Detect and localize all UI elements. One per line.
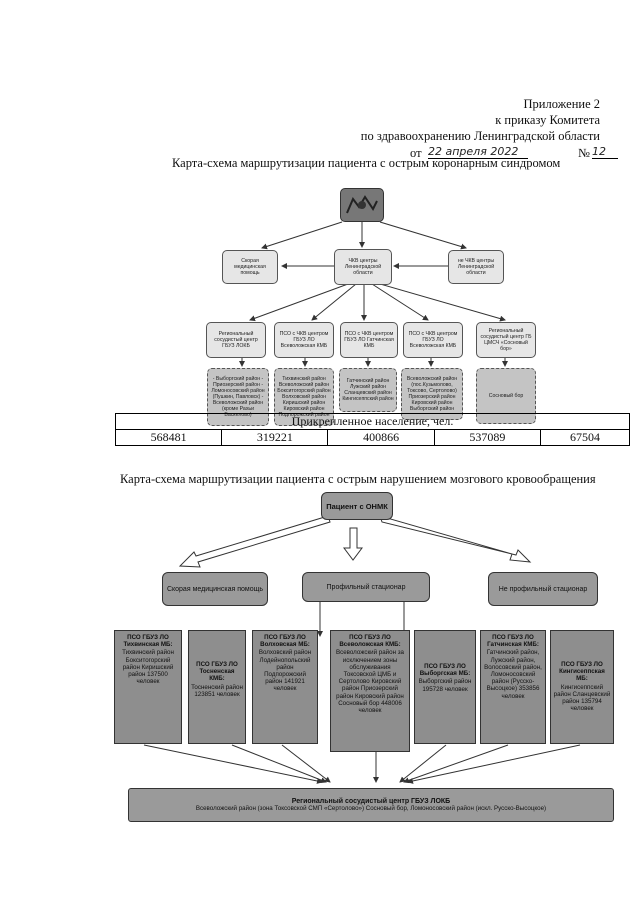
chart1-rsc-lokb-box: Региональный сосудистый центр ГБУЗ ЛОКБ [206,322,266,358]
chart1-pso-vsevolozhsk-box: ПСО с ЧКВ центром ГБУЗ ЛО Всеволожская К… [274,322,334,358]
stroke-patient-box: Пациент с ОНМК [321,492,393,520]
header-line3: по здравоохранению Ленинградской области [360,129,600,143]
order-date: 22 апреля 2022 [428,145,528,159]
population-cell: 537089 [433,429,541,446]
chart1-pci-centers-box: ЧКВ центры Ленинградской области [334,249,392,285]
order-number: 12 [592,145,618,159]
pso-tosno-box: ПСО ГБУЗ ЛО Тосненская КМБ:Тосненский ра… [188,630,246,744]
chart1-pso-gatchina-box: ПСО с ЧКВ центром ГБУЗ ЛО Гатчинская КМБ [340,322,398,358]
chart1-rsc-sosnovy-bor-box: Региональный сосудистый центр ГБ ЦМСЧ «С… [476,322,536,358]
chart1-area-box-3: Гатчинский район Лужский район Сланцевск… [339,368,397,412]
population-cell: 400866 [327,429,435,446]
chart2-title: Карта-схема маршрутизации пациента с ост… [120,472,596,486]
pso-volkhov-box: ПСО ГБУЗ ЛО Волховская МБ:Волховский рай… [252,630,318,744]
population-table: Прикрепленное население, чел. 568481 319… [114,413,631,446]
population-cell: 568481 [114,429,223,446]
chart1-pso-vsevolozhsk-2-box: ПСО с ЧКВ центром ГБУЗ ЛО Всеволожская К… [403,322,463,358]
chart1-connectors [239,221,508,367]
chart1-title: Карта-схема маршрутизации пациента с ост… [172,156,561,170]
chart1-area-box-4: Всеволожский район (пос.Кузьмолово, Токс… [401,368,463,420]
chart1-ambulance-box: Скорая медицинская помощь [222,250,278,284]
pso-gatchina-box: ПСО ГБУЗ ЛО Гатчинская КМБ:Гатчинский ра… [480,630,546,744]
header-line2: к приказу Комитета [495,113,600,127]
rsc-lokb-text: Всеволожский район (зона Токсовской СМП … [195,805,547,812]
population-header: Прикрепленное население, чел. [115,413,630,430]
chart2-rsc-lokb-box: Региональный сосудистый центр ГБУЗ ЛОКБ … [128,788,614,822]
rsc-lokb-title: Региональный сосудистый центр ГБУЗ ЛОКБ [291,798,451,805]
order-from-label: от [410,146,422,160]
header-line1: Приложение 2 [523,97,600,111]
pso-kingisepp-box: ПСО ГБУЗ ЛО Кингисеппская МБ:Кингисеппск… [550,630,614,744]
chart2-connectors [143,515,581,784]
pso-tikhvin-box: ПСО ГБУЗ ЛО Тихвинская МБ:Тихвинский рай… [114,630,182,744]
patient-icon-box [340,188,384,222]
patient-icon [346,195,378,214]
population-cell: 67504 [539,429,631,446]
pso-vyborg-box: ПСО ГБУЗ ЛО Выборгская МБ:Выборгский рай… [414,630,476,744]
chart2-specialized-hospital-box: Профильный стационар [302,572,430,602]
pso-vsevolozhsk-box: ПСО ГБУЗ ЛО Всеволожская КМБ:Всеволожски… [330,630,410,752]
chart2-non-specialized-hospital-box: Не профильный стационар [488,572,598,606]
population-cell: 319221 [221,429,329,446]
header-block: Приложение 2 к приказу Комитета по здрав… [361,96,600,144]
chart1-non-pci-centers-box: не ЧКВ центры Ленинградской области [448,250,504,284]
chart2-ambulance-box: Скорая медицинская помощь [162,572,268,606]
order-number-label: № [578,146,590,160]
